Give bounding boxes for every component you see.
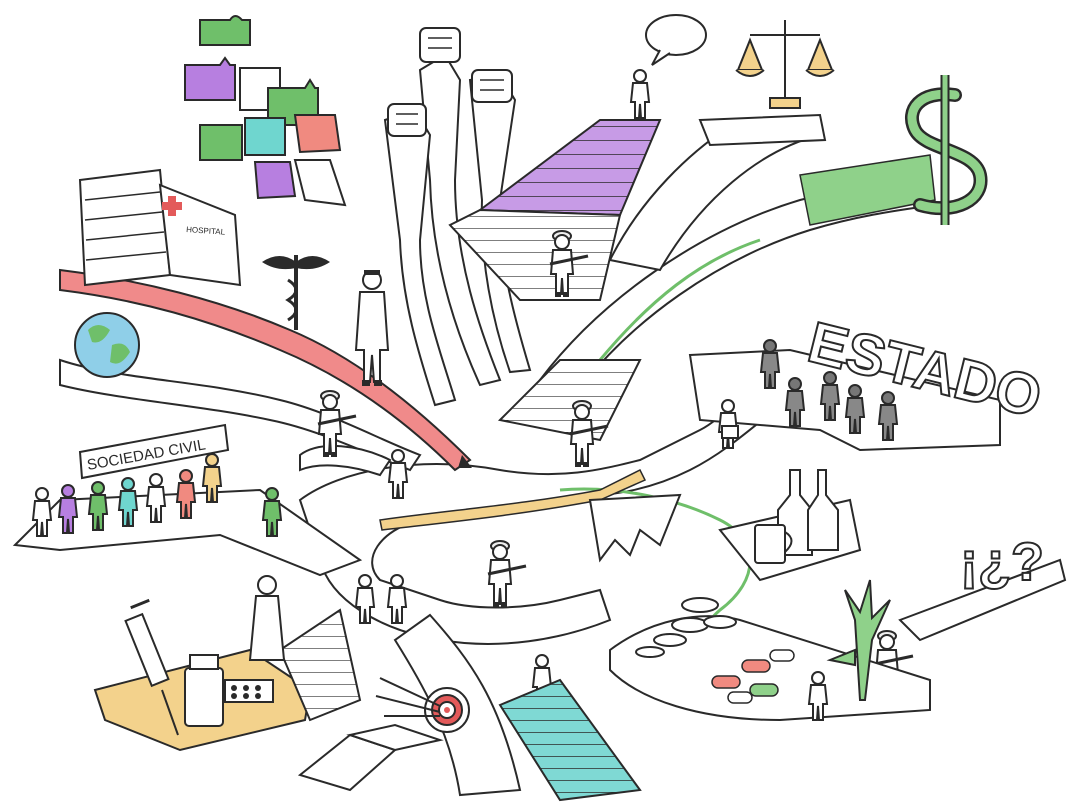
question-marks-sign: ¡¿? [960,532,1044,592]
pills-icon [711,649,795,704]
hospital-icon: HOSPITAL [78,168,242,287]
coins-icon [635,597,737,658]
syringe-icon [124,598,179,736]
open-book-icon [297,723,444,792]
civil-society-crowd [32,453,283,537]
bottles-icon [777,469,839,556]
speech-bubble-icon [645,14,707,66]
globe-icon [74,312,140,378]
question-platform: ¡¿? [898,531,1067,642]
tan-path [379,468,647,531]
doctor-figure [354,270,390,386]
broken-bridge [588,493,682,563]
beer-mug-icon [754,524,793,564]
state-officials [718,339,898,449]
medicine-bottle-icon [184,654,224,727]
pill-blister-icon [224,679,274,703]
dollar-sign-icon [905,75,988,225]
protest-stairs [448,119,662,301]
scales-of-justice-icon [735,20,835,109]
dartboard-target-icon [375,677,470,733]
caduceus-icon [262,255,330,330]
speaker-figure [630,69,650,119]
cannabis-leaf-icon [826,579,891,701]
center-stairs [497,359,642,442]
hospital-sign: HOSPITAL [186,225,226,237]
health-path [59,268,472,472]
puzzle-pieces-icon [184,15,347,207]
woman-figure [248,575,286,661]
medicine-platform [93,608,362,752]
justice-path [608,113,827,272]
raised-fists-icon [396,37,504,125]
